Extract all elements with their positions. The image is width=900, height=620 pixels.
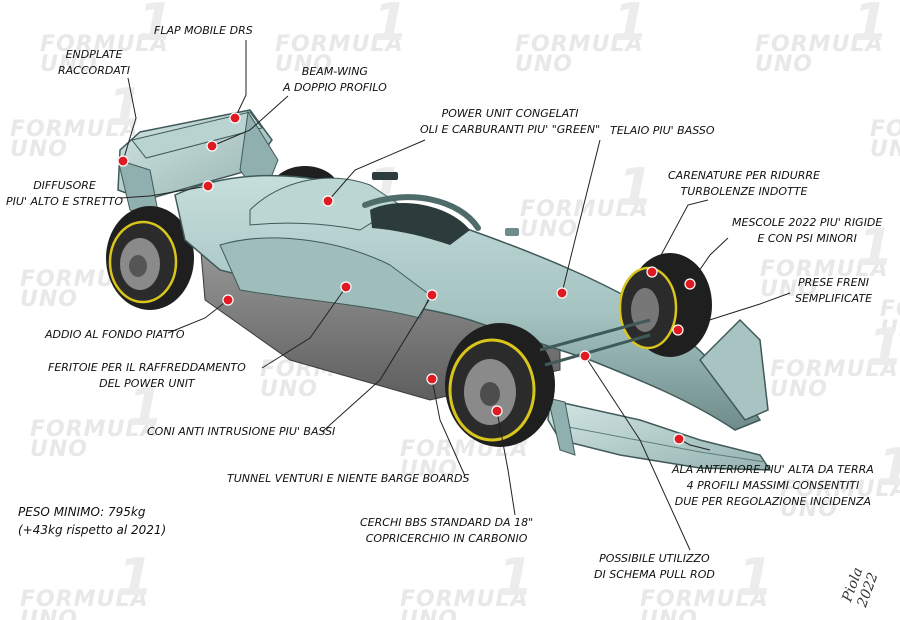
marker-dot-ala-anteriore bbox=[674, 434, 684, 444]
label-prese-freni: PRESE FRENI SEMPLIFICATE bbox=[795, 275, 872, 307]
leader-line-cerchi bbox=[497, 411, 515, 515]
leader-line-telaio bbox=[562, 140, 600, 293]
marker-dot-coni bbox=[427, 290, 437, 300]
marker-dot-flap-drs bbox=[230, 113, 240, 123]
leader-line-tunnel bbox=[432, 379, 465, 476]
leader-line-diffusore bbox=[120, 186, 208, 198]
marker-dot-mescole bbox=[685, 279, 695, 289]
leader-line-feritoie bbox=[262, 287, 346, 368]
leader-line-prese-freni bbox=[678, 293, 790, 330]
leader-line-power-unit bbox=[328, 140, 425, 201]
marker-dot-beam-wing bbox=[207, 141, 217, 151]
leader-line-coni bbox=[322, 295, 432, 432]
weight-note: PESO MINIMO: 795kg (+43kg rispetto al 20… bbox=[18, 503, 166, 539]
label-tunnel: TUNNEL VENTURI E NIENTE BARGE BOARDS bbox=[227, 471, 469, 487]
leader-line-pull-rod bbox=[585, 356, 690, 550]
label-ala-anteriore: ALA ANTERIORE PIU' ALTA DA TERRA 4 PROFI… bbox=[672, 462, 874, 510]
marker-dot-fondo bbox=[223, 295, 233, 305]
label-telaio: TELAIO PIU' BASSO bbox=[610, 123, 714, 139]
leader-line-carenature bbox=[652, 200, 708, 272]
label-fondo: ADDIO AL FONDO PIATTO bbox=[45, 327, 185, 343]
label-carenature: CARENATURE PER RIDURRE TURBOLENZE INDOTT… bbox=[668, 168, 820, 200]
leader-line-flap-drs bbox=[235, 40, 246, 118]
label-pull-rod: POSSIBILE UTILIZZO DI SCHEMA PULL ROD bbox=[594, 551, 715, 583]
marker-dot-telaio bbox=[557, 288, 567, 298]
label-beam-wing: BEAM-WING A DOPPIO PROFILO bbox=[283, 64, 387, 96]
label-mescole: MESCOLE 2022 PIU' RIGIDE E CON PSI MINOR… bbox=[732, 215, 882, 247]
marker-dot-tunnel bbox=[427, 374, 437, 384]
marker-dot-cerchi bbox=[492, 406, 502, 416]
label-flap-drs: FLAP MOBILE DRS bbox=[154, 23, 253, 39]
marker-dot-power-unit bbox=[323, 196, 333, 206]
marker-dot-endplate bbox=[118, 156, 128, 166]
leader-line-mescole bbox=[690, 238, 728, 284]
leader-line-beam-wing bbox=[212, 96, 288, 146]
marker-dot-carenature bbox=[647, 267, 657, 277]
marker-dot-diffusore bbox=[203, 181, 213, 191]
label-cerchi: CERCHI BBS STANDARD DA 18" COPRICERCHIO … bbox=[360, 515, 533, 547]
marker-dot-feritoie bbox=[341, 282, 351, 292]
label-diffusore: DIFFUSORE PIU' ALTO E STRETTO bbox=[6, 178, 123, 210]
label-power-unit: POWER UNIT CONGELATI OLI E CARBURANTI PI… bbox=[420, 106, 600, 138]
label-endplate: ENDPLATE RACCORDATI bbox=[58, 47, 130, 79]
label-coni: CONI ANTI INTRUSIONE PIU' BASSI bbox=[147, 424, 335, 440]
label-feritoie: FERITOIE PER IL RAFFREDDAMENTO DEL POWER… bbox=[48, 360, 246, 392]
marker-dot-prese-freni bbox=[673, 325, 683, 335]
leader-line-endplate bbox=[123, 78, 136, 161]
marker-dot-pull-rod bbox=[580, 351, 590, 361]
